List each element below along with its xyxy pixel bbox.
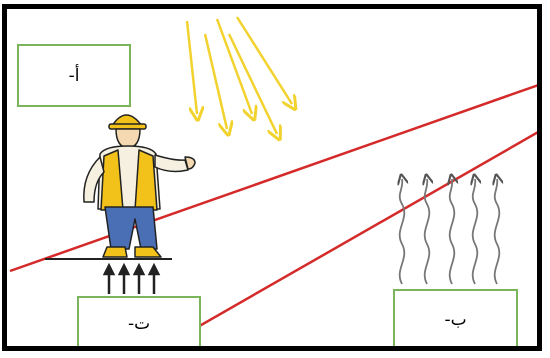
label-box-b: ب-	[393, 289, 518, 351]
label-b-text: ب-	[444, 310, 466, 330]
construction-worker-icon	[84, 115, 195, 257]
label-a-text: أ-	[69, 66, 80, 86]
label-t-text: ت-	[128, 314, 150, 334]
upward-arrows-icon	[109, 269, 154, 294]
heat-wave-arrows-icon	[400, 179, 500, 284]
label-box-t: ت-	[77, 296, 201, 351]
sun-rays-icon	[187, 17, 292, 134]
diagram-frame: أ- ت- ب-	[2, 4, 542, 351]
label-box-a: أ-	[17, 44, 131, 107]
